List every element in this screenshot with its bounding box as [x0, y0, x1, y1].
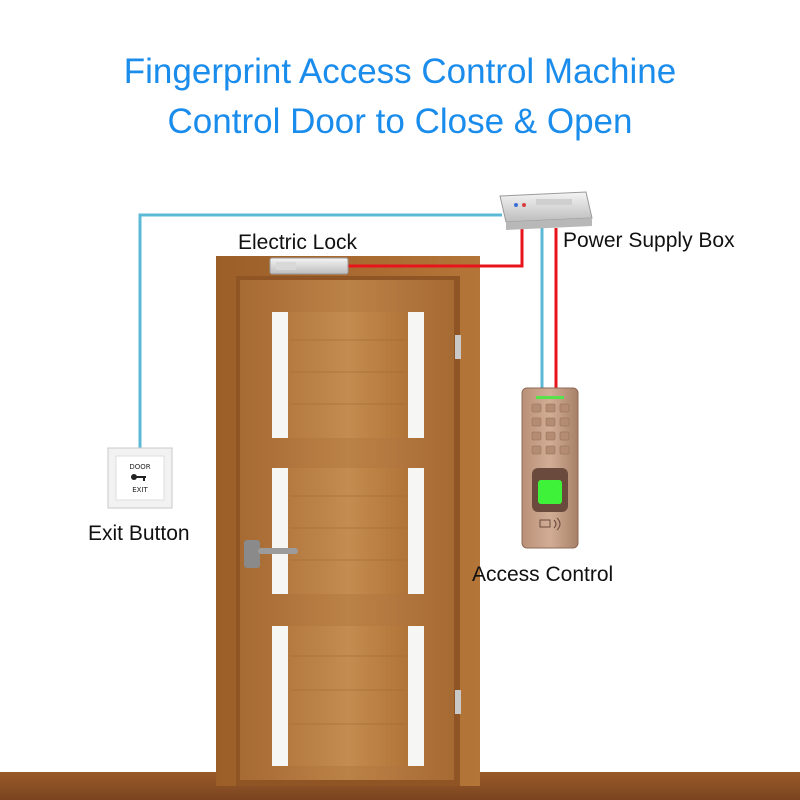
lock-wire	[348, 228, 524, 268]
access-control-label: Access Control	[472, 563, 614, 586]
access-control-device[interactable]	[521, 387, 579, 549]
exit-button-device[interactable]: DOOR EXIT	[107, 447, 173, 509]
door	[240, 280, 454, 780]
exit-button-top-text: DOOR	[129, 463, 150, 471]
hinge-top	[455, 335, 461, 359]
exit-button-label: Exit Button	[88, 522, 190, 545]
title-line-2: Control Door to Close & Open	[167, 102, 633, 141]
key-icon	[131, 474, 146, 481]
door-handle	[244, 540, 298, 568]
hinge-bottom	[455, 690, 461, 714]
electric-lock-label: Electric Lock	[238, 231, 358, 254]
wiring	[138, 213, 558, 452]
fingerprint-sensor-icon	[538, 480, 562, 504]
power-supply-box	[499, 191, 593, 230]
exit-button-bottom-text: EXIT	[132, 486, 148, 494]
card-reader-icon	[539, 517, 561, 531]
electric-lock	[269, 257, 349, 275]
title-line-1: Fingerprint Access Control Machine	[123, 52, 677, 91]
power-supply-box-label: Power Supply Box	[563, 229, 735, 252]
